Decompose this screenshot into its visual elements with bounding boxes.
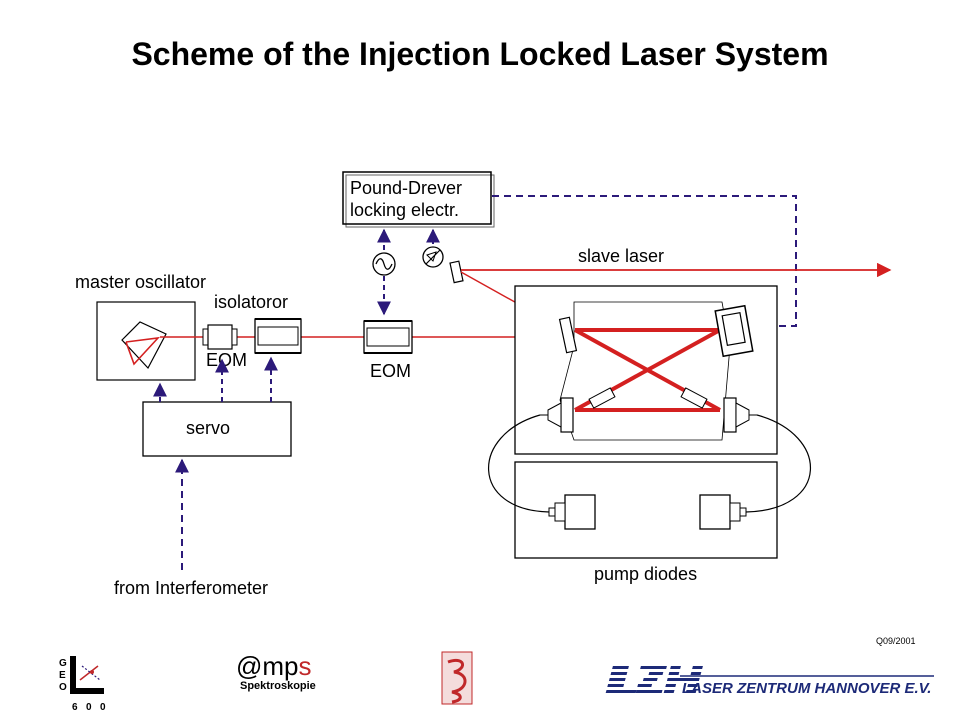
amps-logo: @mps Spektroskopie (236, 652, 346, 702)
isolator-label: isolatoror (214, 292, 288, 312)
piezo-mirror (714, 304, 754, 358)
laser-crystal-right (680, 387, 708, 409)
slave-laser-label: slave laser (578, 246, 664, 266)
pump-fiber-left (488, 414, 550, 513)
eom-small (202, 324, 238, 350)
pound-drever-box: Pound-Drever locking electr. (342, 171, 495, 228)
pump-diode-right (699, 494, 747, 530)
slide-title: Scheme of the Injection Locked Laser Sys… (131, 36, 829, 72)
servo-box (142, 401, 292, 457)
isolator (254, 318, 302, 354)
geo-letter-o: O (59, 682, 67, 693)
slave-input-mirror (558, 316, 578, 354)
lzh-logo: LASER ZENTRUM HANNOVER E.V. (598, 662, 938, 702)
photodiode-icon (422, 246, 444, 268)
seal-logo (440, 650, 474, 706)
rf-oscillator-icon (372, 252, 396, 276)
servo-label: servo (186, 418, 230, 438)
geo-digit-0a: 0 (86, 702, 92, 713)
geo-digit-0b: 0 (100, 702, 106, 713)
amps-at-mp: @mp (236, 651, 299, 681)
pound-drever-label-line2: locking electr. (350, 200, 459, 220)
pump-coupler-left (540, 397, 574, 433)
document-code: Q09/2001 (876, 636, 916, 646)
eom-large-label: EOM (370, 361, 411, 381)
lzh-name: LASER ZENTRUM HANNOVER E.V. (682, 680, 932, 697)
geo-letter-g: G (59, 658, 67, 669)
pickoff-mirror (449, 260, 464, 284)
geo-digit-6: 6 (72, 702, 78, 713)
pump-diodes-label: pump diodes (594, 564, 697, 584)
eom-large (363, 320, 413, 354)
amps-subtitle: Spektroskopie (240, 680, 316, 692)
eom-small-label: EOM (206, 350, 247, 370)
master-oscillator (96, 301, 196, 381)
from-interferometer-label: from Interferometer (114, 578, 268, 598)
amps-s: s (298, 651, 312, 681)
geo600-logo: G E O 6 0 0 (52, 652, 122, 714)
pump-diode-left (548, 494, 596, 530)
master-oscillator-label: master oscillator (75, 272, 206, 292)
pump-coupler-right (723, 397, 757, 433)
pound-drever-label-line1: Pound-Drever (350, 178, 462, 198)
geo-letter-e: E (59, 670, 66, 681)
pump-fiber-right (745, 414, 811, 513)
laser-crystal-left (588, 387, 616, 409)
